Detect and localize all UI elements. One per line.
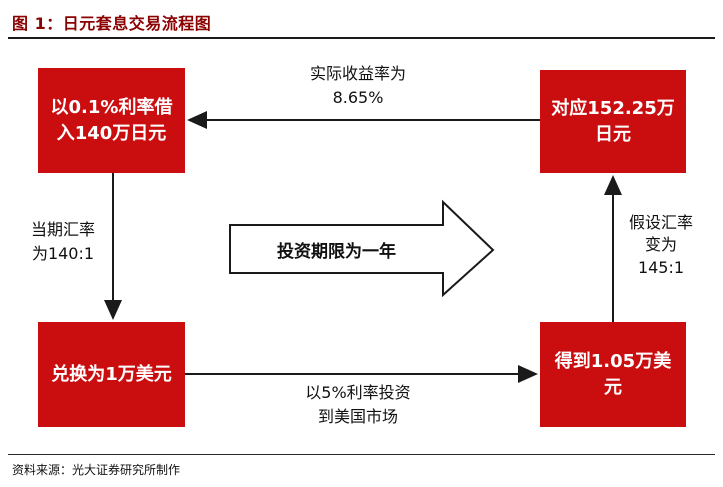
title-divider <box>8 37 715 39</box>
node-borrow-yen: 以0.1%利率借 入140万日元 <box>38 68 185 173</box>
investment-period-block-arrow <box>229 199 495 298</box>
figure-title: 图 1：日元套息交易流程图 <box>12 14 212 33</box>
label-assumed-fx-rate: 假设汇率 变为 145:1 <box>628 213 693 277</box>
node-receive-usd: 得到1.05万美 元 <box>540 322 686 427</box>
label-current-fx-rate: 当期汇率 为140:1 <box>30 220 95 263</box>
footer-divider <box>8 454 715 455</box>
label-investment-period: 投资期限为一年 <box>277 241 396 262</box>
node-corresponding-yen: 对应152.25万 日元 <box>540 70 686 173</box>
node-exchange-usd: 兑换为1万美元 <box>38 322 185 427</box>
label-actual-return-rate: 实际收益率为 8.65% <box>309 64 406 107</box>
source-note: 资料来源：光大证券研究所制作 <box>12 463 181 477</box>
label-invest-us-market: 以5%利率投资 到美国市场 <box>305 383 411 426</box>
